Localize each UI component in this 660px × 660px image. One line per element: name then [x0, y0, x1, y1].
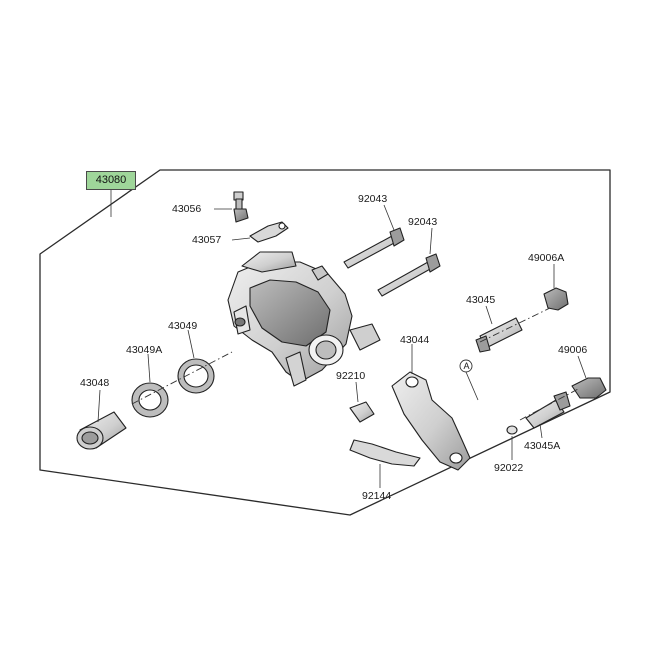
caliper-bracket — [391, 371, 471, 471]
leader-92043a — [383, 204, 395, 231]
leader-92043b — [429, 227, 433, 255]
leader-43045 — [485, 305, 493, 325]
callout-43048: 43048 — [80, 377, 110, 389]
leader-reference-a — [465, 371, 479, 401]
callout-43057: 43057 — [192, 234, 222, 246]
bleed-cap — [249, 221, 289, 243]
callout-43049: 43049 — [168, 320, 198, 332]
bleed-valve — [233, 191, 249, 223]
slide-pin-upper — [475, 317, 523, 353]
caliper-body — [227, 251, 381, 387]
callout-49006a: 49006A — [528, 252, 565, 264]
assembly-boundary-outline — [39, 169, 611, 516]
callout-43045a: 43045A — [524, 440, 561, 452]
leader-43048 — [97, 389, 101, 423]
slide-pin-lower — [525, 391, 571, 429]
dust-boot-lower — [571, 377, 607, 399]
leader-49006 — [577, 355, 587, 379]
pad-pin-lower — [377, 253, 441, 297]
leader-43057 — [231, 237, 251, 241]
callout-92144: 92144 — [362, 490, 392, 502]
assembly-part-number: 43080 — [86, 171, 136, 190]
callout-43045: 43045 — [466, 294, 496, 306]
leader-43045a — [539, 423, 543, 439]
callout-43044: 43044 — [400, 334, 430, 346]
leader-43049a — [147, 353, 151, 383]
centerline-lower-pin — [519, 387, 581, 421]
pad-pin-upper — [343, 227, 405, 269]
dust-boot-upper — [543, 287, 569, 311]
washer — [506, 425, 518, 435]
callout-92043-lower: 92043 — [408, 216, 438, 228]
callout-92022: 92022 — [494, 462, 524, 474]
callout-43056: 43056 — [172, 203, 202, 215]
leader-92210 — [355, 381, 359, 403]
pad-spring — [349, 439, 421, 467]
callout-43049a: 43049A — [126, 344, 163, 356]
reference-marker-a-letter: A — [463, 361, 470, 371]
bushing-collar — [349, 401, 375, 423]
centerline-slide-pin — [479, 307, 551, 343]
centerline-piston — [131, 351, 233, 405]
callout-49006: 49006 — [558, 344, 588, 356]
leader-43049 — [187, 329, 195, 359]
caliper-piston — [76, 411, 127, 450]
callout-92043-upper: 92043 — [358, 193, 388, 205]
callout-92210: 92210 — [336, 370, 366, 382]
